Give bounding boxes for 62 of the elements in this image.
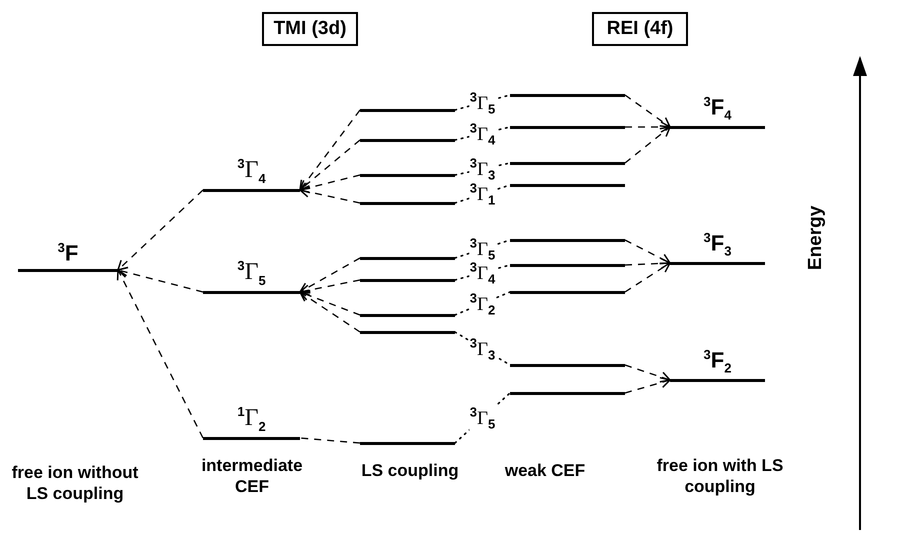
dashed-arrow [624, 258, 671, 270]
edge-label: $^{3}$Γ$_{4}$ [468, 260, 496, 286]
column-caption: free ion with LS coupling [656, 455, 784, 498]
energy-level [360, 138, 455, 142]
column-caption: intermediate CEF [200, 455, 304, 498]
dashed-arrow [624, 94, 671, 128]
level-label: $^{3}$Γ$_{5}$ [236, 258, 267, 286]
level-label: $^{1}$Γ$_{2}$ [236, 404, 267, 432]
energy-level [510, 392, 625, 394]
level-label: $^{3}$F$_{2}$ [702, 348, 732, 374]
edge-label: $^{3}$Γ$_{1}$ [468, 181, 496, 207]
edge-label: $^{3}$Γ$_{5}$ [468, 236, 496, 262]
dashed-arrow [116, 269, 204, 438]
edge-label: $^{3}$Γ$_{5}$ [468, 405, 496, 431]
dashed-arrow [299, 290, 360, 316]
column-caption: free ion without LS coupling [10, 462, 140, 504]
energy-level [510, 290, 625, 294]
energy-level [360, 278, 455, 282]
energy-level [360, 314, 455, 316]
dashed-arrow [624, 364, 671, 383]
edge-label: $^{3}$Γ$_{3}$ [468, 336, 496, 362]
dashed-arrow [624, 376, 671, 394]
edge-label: $^{3}$Γ$_{2}$ [468, 290, 496, 316]
energy-level [360, 202, 455, 204]
level-label: $^{3}$F [56, 241, 80, 264]
dashed-arrow [624, 262, 671, 293]
dashed-line [300, 437, 360, 444]
dashed-arrow [117, 190, 204, 271]
energy-level [510, 264, 625, 266]
column-header: TMI (3d) [262, 12, 358, 46]
energy-level [510, 184, 625, 186]
level-label: $^{3}$F$_{4}$ [702, 94, 732, 122]
dashed-arrow [299, 174, 360, 194]
level-label: $^{3}$Γ$_{4}$ [236, 156, 267, 184]
column-caption: weak CEF [504, 460, 586, 482]
energy-level [510, 364, 625, 366]
column-header: REI (4f) [592, 12, 688, 46]
dashed-arrow [299, 110, 361, 191]
column-caption: LS coupling [360, 460, 460, 482]
energy-level [510, 162, 625, 164]
energy-level [510, 94, 625, 96]
level-label: $^{3}$F$_{3}$ [702, 230, 732, 258]
dashed-arrow [624, 239, 671, 264]
energy-level [360, 108, 455, 112]
energy-level [360, 256, 455, 260]
edge-label: $^{3}$Γ$_{4}$ [468, 120, 496, 146]
dashed-arrow [299, 279, 360, 296]
dashed-arrow [299, 291, 360, 333]
dashed-arrow [117, 266, 204, 293]
dashed-arrow [299, 186, 360, 204]
axis-label: Energy [804, 204, 828, 272]
dashed-arrow [625, 121, 671, 133]
energy-level [360, 330, 455, 334]
edge-label: $^{3}$Γ$_{3}$ [468, 156, 496, 182]
energy-level [360, 174, 455, 176]
dashed-arrow [299, 257, 360, 293]
energy-level [510, 126, 625, 128]
energy-level [510, 238, 625, 242]
dashed-arrow [299, 140, 360, 191]
dashed-arrow [624, 126, 671, 164]
energy-level [360, 442, 455, 444]
edge-label: $^{3}$Γ$_{5}$ [468, 90, 496, 116]
